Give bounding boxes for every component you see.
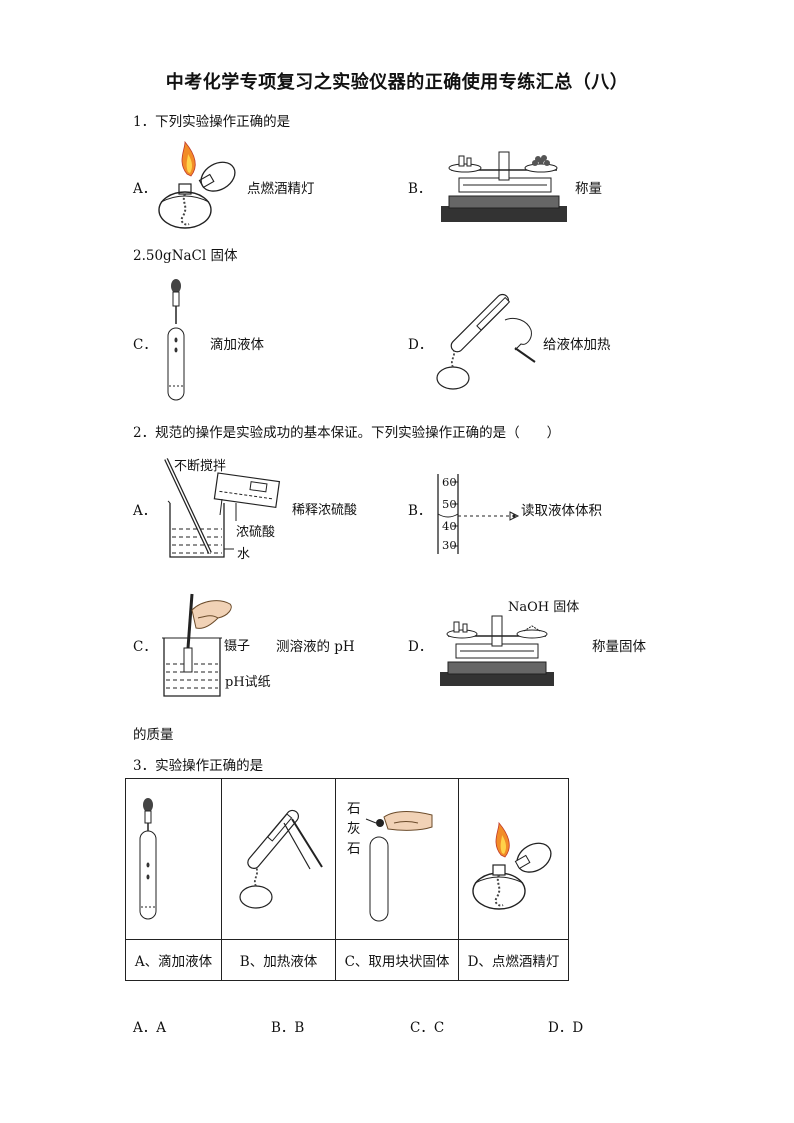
q3-cell-a-image — [125, 778, 222, 940]
q3-alcohol-lamp-figure — [472, 821, 552, 910]
q2-option-b-letter: B． — [408, 503, 432, 519]
q3-cell-b-image — [221, 778, 336, 940]
page-title: 中考化学专项复习之实验仪器的正确使用专练汇总（八） — [165, 72, 629, 93]
question-2-stem: 2．规范的操作是实验成功的基本保证。下列实验操作正确的是（ ） — [133, 425, 561, 441]
q2-option-a-letter: A． — [133, 503, 157, 519]
q2-option-d-text: 称量固体 — [592, 639, 646, 655]
q1-heating-liquid-figure — [436, 293, 536, 390]
q3-answer-a[interactable]: A．A — [133, 1020, 166, 1036]
q2-label-water: 水 — [237, 547, 251, 562]
q2-option-d-continued: 的质量 — [133, 727, 174, 743]
q3-answer-b[interactable]: B．B — [271, 1020, 305, 1036]
q3-caption-b: B、加热液体 — [221, 939, 336, 981]
q1-option-d-text: 给液体加热 — [543, 337, 611, 353]
q3-heating-liquid-figure — [239, 809, 323, 909]
q2-label-stir: 不断搅拌 — [174, 459, 227, 474]
q2-diluting-acid-figure — [164, 458, 281, 558]
question-1-stem: 1．下列实验操作正确的是 — [133, 114, 291, 130]
q3-dropper-figure — [139, 798, 157, 920]
q1-option-a-letter: A． — [133, 181, 157, 197]
q2-label-acid: 浓硫酸 — [236, 525, 276, 540]
q3-adding-solid-figure — [365, 811, 433, 922]
q2-option-b-text: 读取液体体积 — [521, 503, 602, 519]
q2-option-c-text: 测溶液的 pH — [276, 639, 355, 655]
q1-alcohol-lamp-lighting-figure — [158, 140, 236, 229]
q3-caption-c: C、取用块状固体 — [335, 939, 459, 981]
q2-label-ph-paper: pH试纸 — [225, 675, 271, 690]
q3-stone-char-1: 石 — [347, 801, 361, 817]
q1-option-b-text: 称量 — [575, 181, 602, 197]
q2-tick-40: 40 — [442, 519, 457, 533]
q3-options-table: 石 灰 石 — [125, 778, 569, 981]
q2-option-d-letter: D． — [408, 639, 433, 655]
q3-caption-a: A、滴加液体 — [125, 939, 222, 981]
q1-dropper-figure — [167, 279, 185, 401]
q3-answer-c[interactable]: C．C — [410, 1020, 445, 1036]
q1-option-d-letter: D． — [408, 337, 433, 353]
q2-balance-naoh-figure — [440, 615, 554, 686]
q3-cell-d-image — [458, 778, 569, 940]
q2-label-naoh: NaOH 固体 — [508, 600, 580, 615]
q2-tick-30: 30 — [442, 538, 457, 552]
q3-answer-d[interactable]: D．D — [548, 1020, 584, 1036]
q1-option-b-letter: B． — [408, 181, 432, 197]
q3-cell-c-image: 石 灰 石 — [335, 778, 459, 940]
q3-stone-char-2: 灰 — [347, 821, 361, 837]
q2-option-c-letter: C． — [133, 639, 157, 655]
q1-option-a-text: 点燃酒精灯 — [247, 181, 315, 197]
q1-option-c-text: 滴加液体 — [210, 337, 264, 353]
q1-option-c-letter: C． — [133, 337, 157, 353]
q2-label-dilute: 稀释浓硫酸 — [292, 503, 358, 518]
q2-tick-60: 60 — [442, 475, 457, 489]
q3-caption-d: D、点燃酒精灯 — [458, 939, 569, 981]
q2-ph-test-figure — [162, 593, 232, 697]
q2-tick-50: 50 — [442, 497, 457, 511]
q1-balance-figure — [441, 151, 567, 222]
q2-label-tweezers: 镊子 — [224, 639, 251, 654]
q3-stone-char-3: 石 — [347, 841, 361, 857]
q2-graduated-cylinder-figure — [437, 474, 520, 554]
question-3-stem: 3．实验操作正确的是 — [133, 758, 264, 774]
q1-option-b-continued: 2.50gNaCl 固体 — [133, 248, 238, 264]
